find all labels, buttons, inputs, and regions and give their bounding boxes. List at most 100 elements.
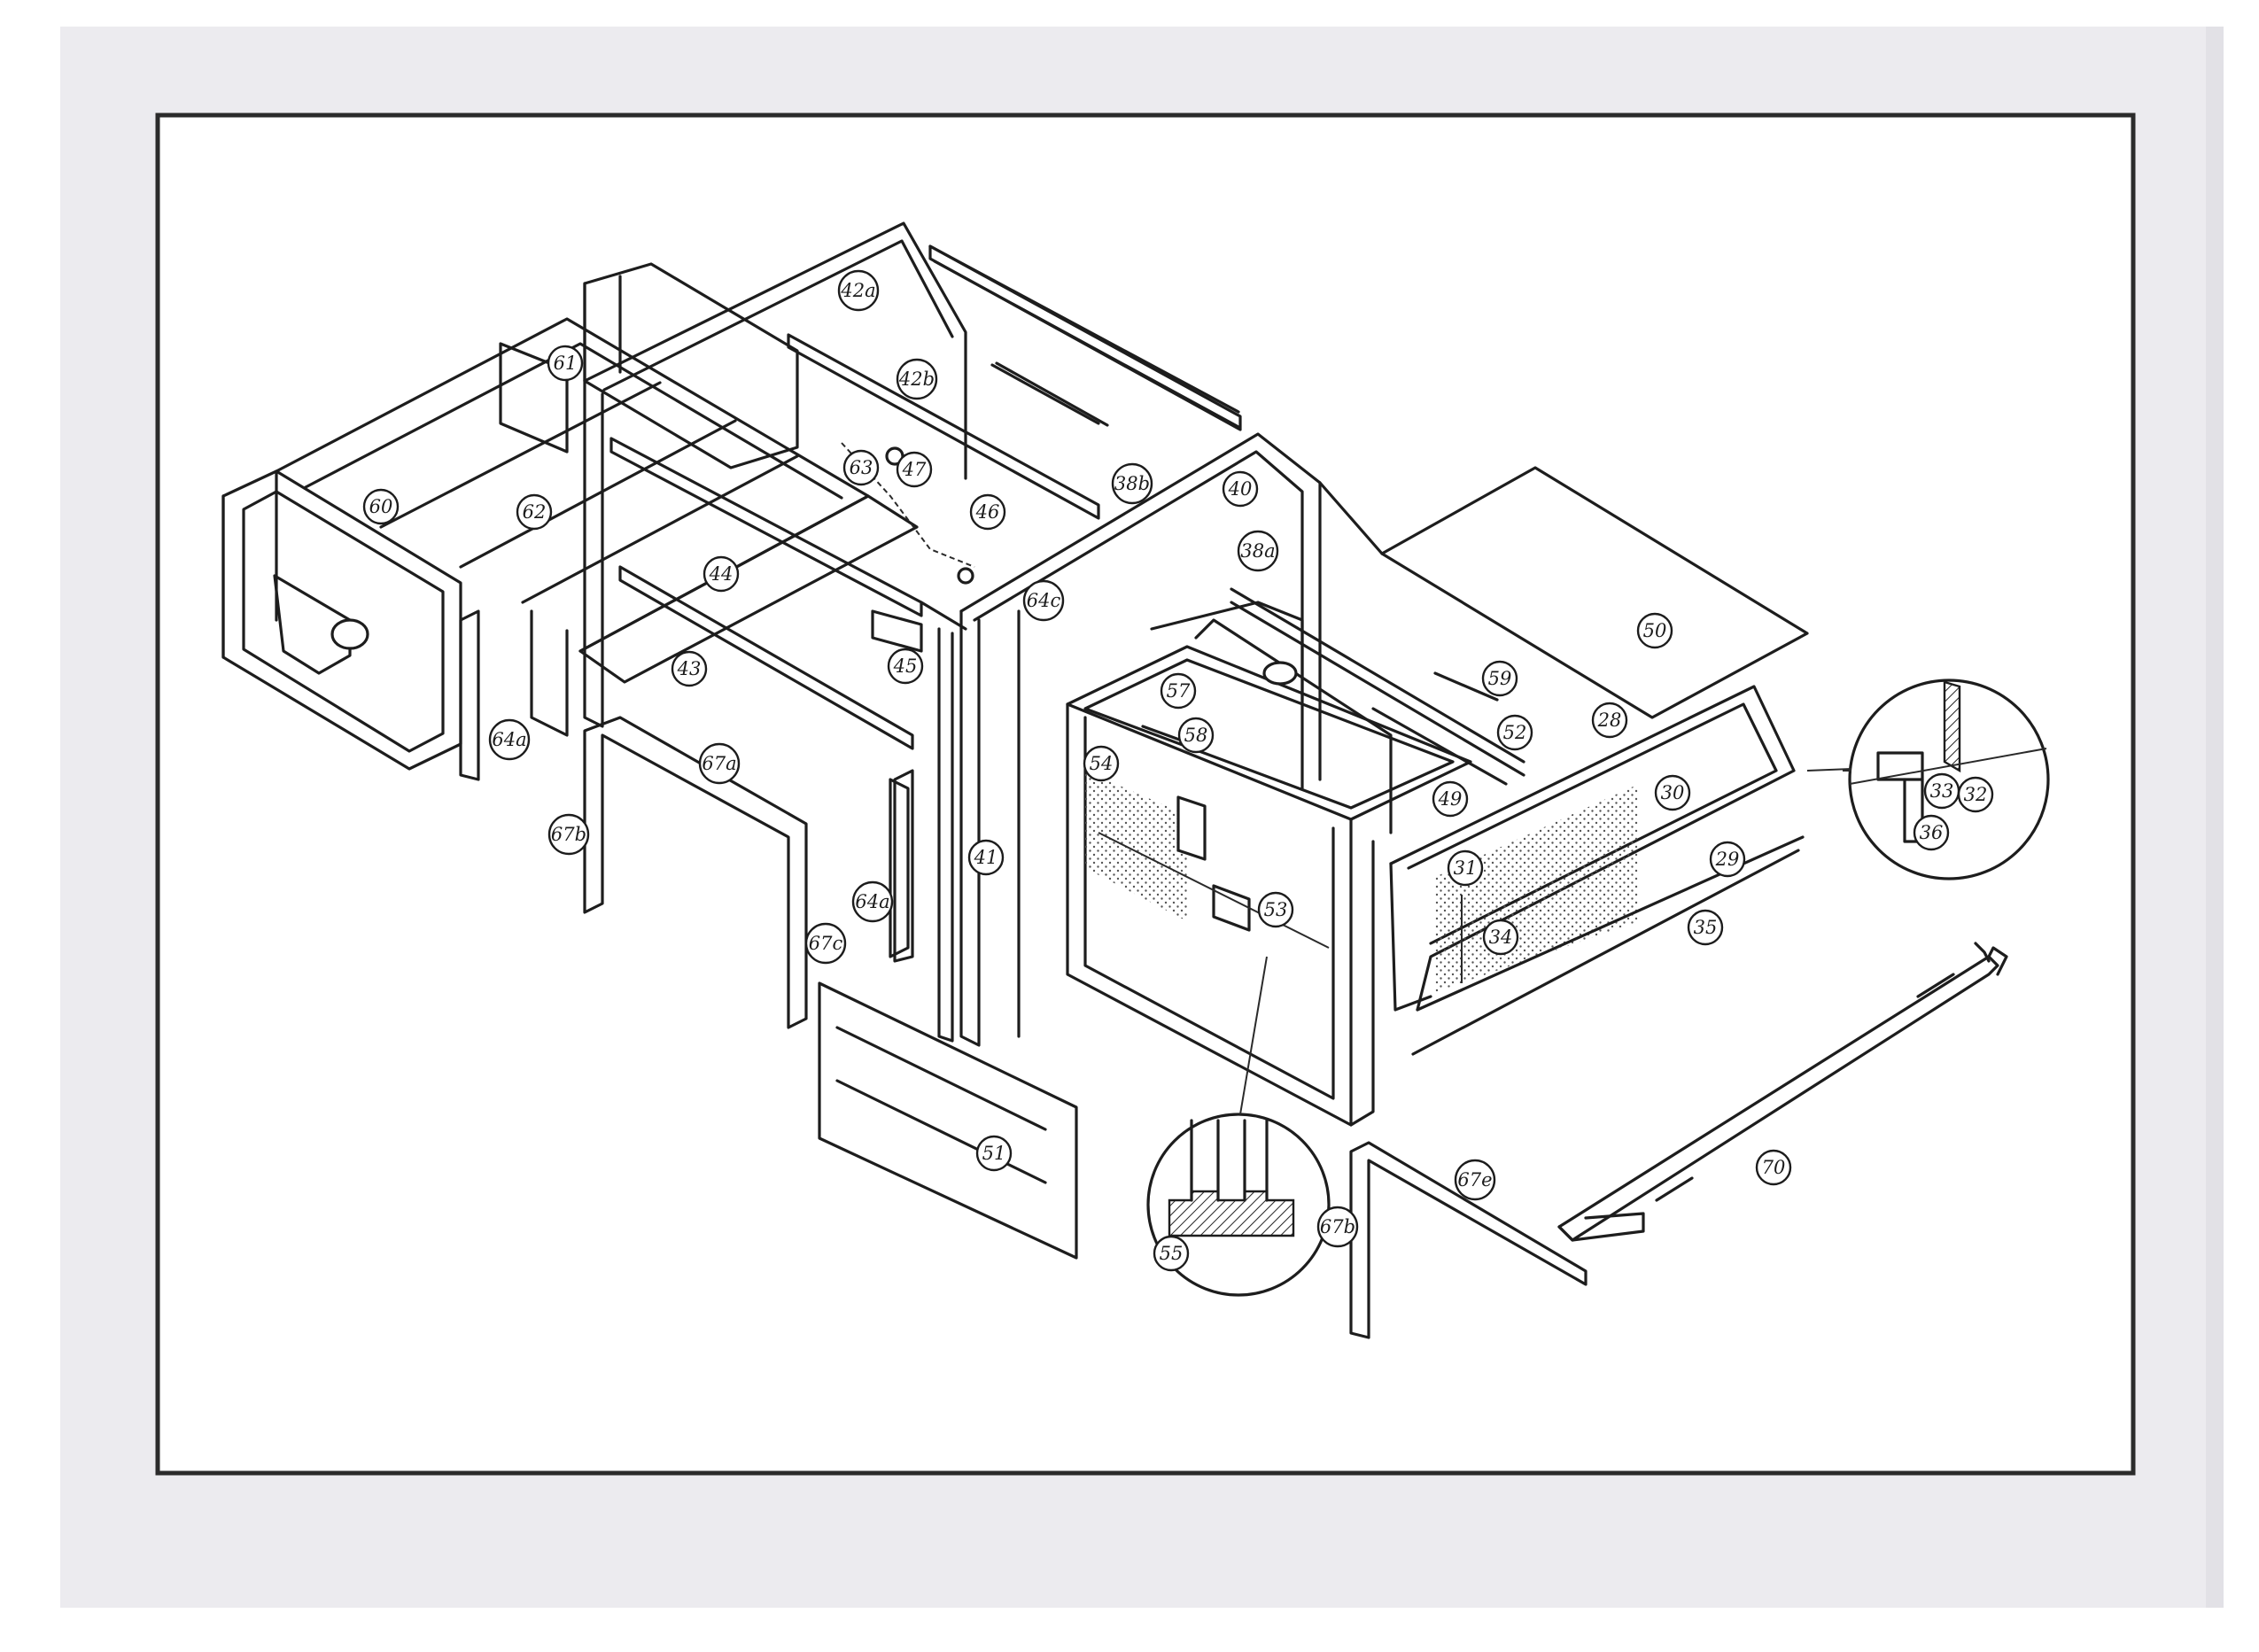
- callout-ring: [804, 922, 847, 965]
- callout-label: 33: [1930, 780, 1954, 802]
- callout-ring: [362, 488, 400, 525]
- callout-label: 63: [850, 457, 873, 478]
- callout-ring: [1496, 714, 1533, 751]
- callout-ring: [488, 718, 531, 761]
- callout-ring: [837, 269, 880, 312]
- callout-52: 52: [1496, 714, 1533, 751]
- callout-label: 70: [1762, 1157, 1786, 1178]
- callout-label: 67a: [702, 753, 736, 774]
- callout-ring: [1222, 470, 1259, 508]
- callout-label: 38b: [1114, 473, 1150, 494]
- callout-35: 35: [1687, 909, 1724, 946]
- part-49-door-frame: [1066, 645, 1472, 1127]
- callout-label: 67b: [1320, 1216, 1355, 1237]
- callout-67b-right: 67b: [1316, 1206, 1359, 1248]
- callout-label: 43: [677, 658, 702, 679]
- callout-38a: 38a: [1237, 530, 1279, 572]
- callout-label: 67b: [551, 824, 586, 845]
- callout-ring: [967, 839, 1005, 876]
- callout-34: 34: [1482, 919, 1519, 956]
- part-41-post: [937, 627, 954, 1043]
- callout-label: 64a: [492, 729, 526, 750]
- part-50-roof-sheet: [1380, 466, 1809, 719]
- callout-ring: [1316, 1206, 1359, 1248]
- part-45-hinge: [871, 609, 923, 653]
- part-64a-brackets: [459, 609, 914, 963]
- callout-42b: 42b: [896, 358, 938, 400]
- callout-47: 47: [896, 451, 933, 488]
- callout-label: 35: [1694, 917, 1718, 938]
- callout-label: 32: [1964, 784, 1988, 805]
- part-59-52-bars: [1230, 587, 1525, 786]
- callout-31: 31: [1447, 849, 1484, 887]
- part-70-bumper: [1557, 942, 2008, 1242]
- callout-67c: 67c: [804, 922, 847, 965]
- callout-40: 40: [1222, 470, 1259, 508]
- callout-ring: [1177, 717, 1215, 754]
- callout-label: 38a: [1240, 540, 1275, 562]
- callout-ring: [547, 813, 590, 856]
- callout-50: 50: [1636, 612, 1673, 649]
- drawing-frame: [155, 112, 2136, 1476]
- callout-label: 59: [1488, 668, 1512, 689]
- paper-right-edge: [2206, 27, 2224, 1608]
- callout-58: 58: [1177, 717, 1215, 754]
- callout-label: 64c: [1027, 590, 1061, 611]
- callout-ring: [1454, 1159, 1496, 1201]
- callout-64c: 64c: [1022, 579, 1065, 622]
- part-38-long-rails: [928, 244, 1242, 431]
- callout-label: 52: [1503, 722, 1527, 743]
- callout-ring: [1447, 849, 1484, 887]
- callout-ring: [1636, 612, 1673, 649]
- callout-53: 53: [1257, 891, 1294, 928]
- callout-label: 47: [902, 459, 927, 480]
- callout-ring: [1687, 909, 1724, 946]
- callout-ring: [1591, 702, 1628, 739]
- callout-57: 57: [1160, 672, 1197, 710]
- callout-label: 67c: [809, 933, 843, 954]
- callout-ring: [969, 493, 1006, 531]
- callout-ring: [1481, 660, 1518, 697]
- callout-36: 36: [1913, 814, 1950, 851]
- callout-64a-mid: 64a: [851, 880, 894, 923]
- callout-label: 46: [975, 501, 1000, 523]
- callout-ring: [516, 493, 553, 531]
- callout-label: 61: [554, 353, 578, 374]
- callout-29: 29: [1709, 841, 1746, 878]
- callout-67e: 67e: [1454, 1159, 1496, 1201]
- part-51-step-plate: [818, 981, 1078, 1260]
- callout-label: 42a: [840, 280, 875, 301]
- callout-label: 30: [1661, 782, 1685, 803]
- callout-ring: [547, 345, 584, 382]
- callout-label: 36: [1920, 822, 1944, 843]
- callout-label: 45: [893, 655, 918, 677]
- callout-63: 63: [842, 449, 880, 486]
- callout-label: 44: [709, 563, 734, 585]
- callout-67a: 67a: [698, 742, 741, 785]
- callout-ring: [698, 742, 741, 785]
- callout-label: 67e: [1457, 1169, 1492, 1191]
- callout-ring: [1237, 530, 1279, 572]
- callout-label: 64a: [855, 891, 889, 912]
- callout-label: 54: [1090, 753, 1114, 774]
- callout-ring: [896, 358, 938, 400]
- callout-ring: [1654, 774, 1691, 811]
- callout-64a-left: 64a: [488, 718, 531, 761]
- callout-51: 51: [975, 1135, 1013, 1172]
- callout-ring: [842, 449, 880, 486]
- callout-ring: [1432, 780, 1469, 818]
- callout-46: 46: [969, 493, 1006, 531]
- callout-ring: [896, 451, 933, 488]
- part-67e-channel: [1349, 1141, 1588, 1339]
- callout-ring: [1755, 1149, 1792, 1186]
- callout-label: 58: [1184, 725, 1208, 746]
- callout-label: 60: [369, 496, 393, 517]
- callout-67b-left: 67b: [547, 813, 590, 856]
- callout-label: 57: [1167, 680, 1191, 702]
- part-42b-rail: [787, 333, 1100, 520]
- callout-41: 41: [967, 839, 1005, 876]
- callout-label: 34: [1489, 927, 1513, 948]
- callout-43: 43: [671, 650, 708, 687]
- callout-70: 70: [1755, 1149, 1792, 1186]
